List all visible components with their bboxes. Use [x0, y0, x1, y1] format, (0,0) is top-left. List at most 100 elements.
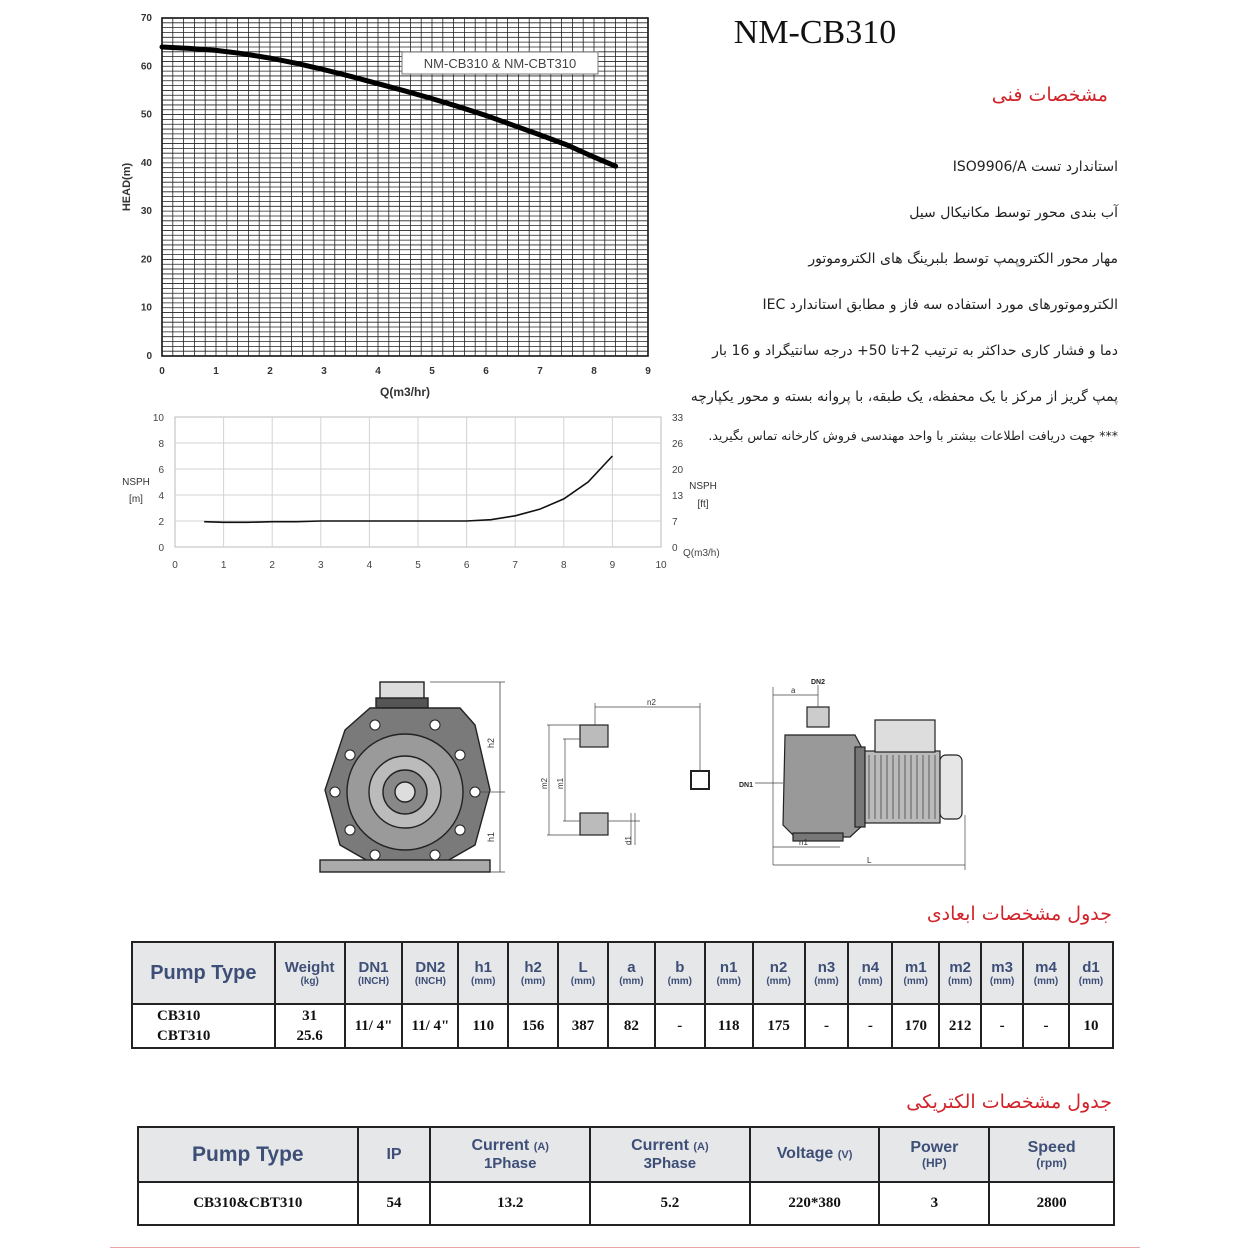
dim-cell-n2: 175	[751, 1003, 806, 1049]
elec-cell-power: 3	[878, 1181, 991, 1226]
head-x-tick-label: 8	[591, 366, 597, 377]
pump-base-view-drawing: n2 m2 m1 d1	[540, 698, 710, 845]
dim-header-b: b(mm)	[653, 941, 706, 1005]
dim-header-dn2: DN2(INCH)	[401, 941, 460, 1005]
elec-cell-current-1phase: 13.2	[429, 1181, 592, 1226]
dim-header-n4: n4(mm)	[847, 941, 894, 1005]
elec-header-speed: Speed(rpm)	[988, 1126, 1115, 1183]
head-x-tick-label: 5	[429, 366, 435, 377]
npsh-curve-line	[204, 455, 613, 524]
dim-label-a: a	[791, 686, 796, 695]
dim-label-h2: h2	[486, 738, 496, 748]
dim-cell-dn1: 11/ 4"	[343, 1003, 404, 1049]
head-legend-label: NM-CB310 & NM-CBT310	[424, 56, 576, 71]
npsh-y-tick-label-left: 0	[158, 543, 164, 554]
dim-cell-a: 82	[606, 1003, 656, 1049]
dim-cell-n4: -	[847, 1003, 894, 1049]
dim-cell-n1: 118	[703, 1003, 754, 1049]
elec-cell-ip: 54	[356, 1181, 432, 1226]
dim-header-m4: m4(mm)	[1022, 941, 1070, 1005]
npsh-x-tick-label: 5	[415, 560, 421, 571]
elec-cell-speed: 2800	[988, 1181, 1115, 1226]
npsh-x-tick-label: 8	[561, 560, 567, 571]
spec-item: دما و فشار کاری حداکثر به ترتیب 2+تا 50+…	[712, 343, 1118, 359]
elec-cell-current-3phase: 5.2	[589, 1181, 751, 1226]
npsh-y-tick-label-right: 13	[672, 491, 684, 502]
dim-label-l: L	[867, 856, 872, 865]
dim-header-h1: h1(mm)	[457, 941, 510, 1005]
dim-cell-h2: 156	[507, 1003, 560, 1049]
spec-item: آب بندی محور توسط مکانیکال سیل	[909, 205, 1118, 221]
npsh-x-tick-label: 10	[655, 560, 667, 571]
head-y-tick-label: 70	[141, 13, 153, 24]
npsh-y-tick-label-right: 0	[672, 543, 678, 554]
pump-front-view-drawing: h2 h1	[319, 681, 505, 873]
dim-cell-n3: -	[803, 1003, 850, 1049]
head-y-tick-label: 10	[141, 303, 153, 314]
dim-cell-m3: -	[980, 1003, 1025, 1049]
dim-header-m1: m1(mm)	[891, 941, 941, 1005]
elec-table: Pump Type IP Current (A)1Phase Current (…	[137, 1126, 1115, 1226]
npsh-y-axis-unit-right: [ft]	[697, 499, 708, 510]
head-x-tick-label: 9	[645, 366, 651, 377]
dim-label-n2: n2	[647, 698, 656, 707]
head-x-tick-label: 3	[321, 366, 327, 377]
dim-label-n1: n1	[799, 838, 808, 847]
head-y-axis-label: HEAD(m)	[121, 163, 133, 212]
dim-cell-h1: 110	[457, 1003, 510, 1049]
dim-cell-d1: 10	[1067, 1003, 1115, 1049]
npsh-y-tick-label-left: 6	[158, 465, 164, 476]
model-title: NM-CB310	[733, 14, 897, 51]
npsh-y-axis-unit-left: [m]	[129, 494, 143, 505]
pump-side-view-drawing: DN2 DN1 a n1 L	[739, 679, 966, 870]
elec-header-ip: IP	[356, 1126, 432, 1183]
elec-cell-pump-type: CB310&CBT310	[137, 1181, 359, 1226]
head-y-tick-label: 0	[146, 351, 152, 362]
head-legend-box	[401, 51, 599, 75]
spec-item: مهار محور الکتروپمپ توسط بلبرینگ های الک…	[808, 251, 1118, 267]
dim-header-n1: n1(mm)	[703, 941, 754, 1005]
npsh-y-tick-label-right: 26	[672, 439, 684, 450]
dim-header-n3: n3(mm)	[803, 941, 850, 1005]
specs-heading: مشخصات فنی	[991, 84, 1108, 106]
dim-header-n2: n2(mm)	[751, 941, 806, 1005]
head-x-tick-label: 6	[483, 366, 489, 377]
dim-cell-m1: 170	[891, 1003, 941, 1049]
npsh-y-tick-label-left: 2	[158, 517, 164, 528]
npsh-y-tick-label-right: 20	[672, 465, 684, 476]
dim-header-l: L(mm)	[557, 941, 609, 1005]
head-y-tick-label: 40	[141, 158, 153, 169]
elec-header-pump-type: Pump Type	[137, 1126, 359, 1183]
spec-item: استاندارد تست ISO9906/A	[952, 159, 1118, 175]
dim-table-title: جدول مشخصات ابعادی	[926, 903, 1112, 925]
head-x-axis-label: Q(m3/hr)	[380, 385, 430, 399]
dim-cell-dn2: 11/ 4"	[401, 1003, 460, 1049]
head-y-tick-label: 60	[141, 61, 153, 72]
dim-header-h2: h2(mm)	[507, 941, 560, 1005]
npsh-y-axis-label-left: NSPH	[122, 477, 150, 488]
head-y-tick-label: 20	[141, 254, 153, 265]
npsh-x-tick-label: 0	[172, 560, 178, 571]
spec-item: پمپ گریز از مرکز با یک محفظه، یک طبقه، ب…	[690, 389, 1118, 405]
elec-header-power: Power(HP)	[878, 1126, 991, 1183]
dim-header-pump-type: Pump Type	[131, 941, 276, 1005]
dim-label-m1: m1	[556, 777, 565, 789]
dim-cell-l: 387	[557, 1003, 609, 1049]
npsh-y-tick-label-right: 7	[672, 517, 678, 528]
specs-list: استاندارد تست ISO9906/A آب بندی محور توس…	[558, 160, 1118, 458]
head-x-tick-label: 7	[537, 366, 543, 377]
npsh-x-tick-label: 2	[269, 560, 275, 571]
npsh-y-tick-label-left: 10	[153, 413, 165, 424]
dim-cell-m2: 212	[938, 1003, 983, 1049]
head-x-tick-label: 4	[375, 366, 381, 377]
dim-label-h1: h1	[486, 832, 496, 842]
elec-header-current-1phase: Current (A)1Phase	[429, 1126, 592, 1183]
spec-note: *** جهت دریافت اطلاعات بیشتر با واحد مهن…	[708, 428, 1118, 443]
npsh-x-tick-label: 3	[318, 560, 324, 571]
npsh-x-tick-label: 1	[221, 560, 227, 571]
